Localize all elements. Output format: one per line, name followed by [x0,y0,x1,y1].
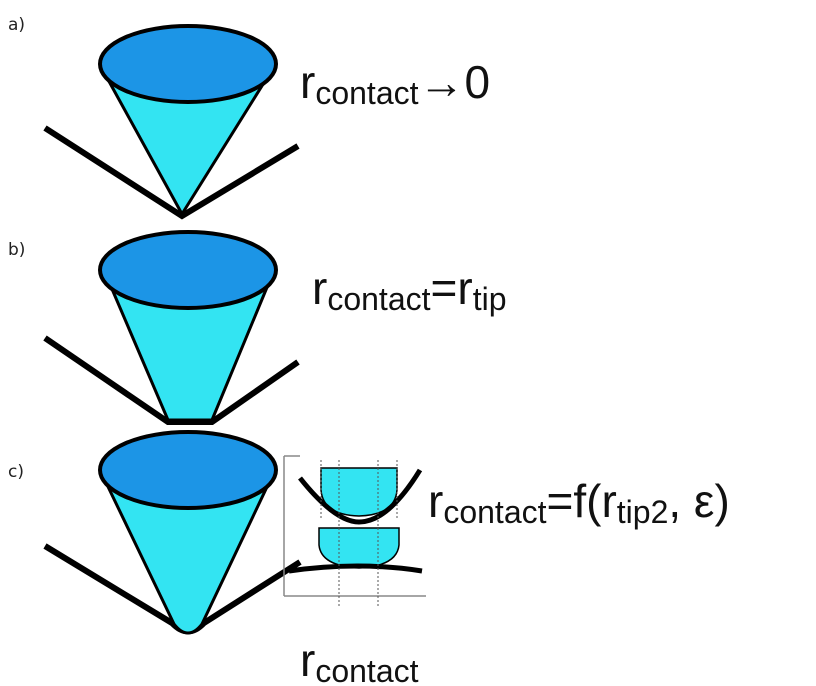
panel-c-inset [283,455,426,606]
panel-c-cone [98,468,277,635]
panel-b-cone-top [98,230,278,310]
panel-b-r-subscript: contact [327,281,430,317]
panel-a-relation: →0 [419,56,491,108]
panel-c-r-symbol: r [428,475,443,527]
panel-a-r-symbol: r [300,56,315,108]
panel-c-r-subscript: contact [443,494,546,530]
panel-a: a) rcontact→0 [8,15,490,220]
panel-b-relation-subscript: tip [473,281,507,317]
panel-a-formula: rcontact→0 [300,56,490,111]
panel-c-bottom-r-symbol: r [300,634,315,686]
panel-b-relation: =r [431,262,473,314]
panel-b-label: b) [8,240,25,260]
inset-lower-tip [318,527,400,569]
panel-a-surface [43,125,300,220]
panel-c-relation: =f(r [547,475,617,527]
panel-c: c) rcontact=f(rtip2, ε) [8,430,730,686]
panel-c-relation-tail: , ε) [668,475,729,527]
panel-c-formula: rcontact=f(rtip2, ε) [428,475,730,530]
panel-b: b) rcontact=rtip [8,230,506,425]
panel-c-relation-subscript: tip2 [617,494,669,530]
panel-c-label: c) [8,462,24,482]
panel-b-surface [43,335,300,425]
panel-c-cone-top [98,430,278,510]
panel-c-bottom-label: rcontact [300,634,419,686]
panel-a-r-subscript: contact [315,75,418,111]
panel-a-cone-top [98,24,278,104]
panel-a-label: a) [8,15,25,35]
panel-b-formula: rcontact=rtip [312,262,506,317]
inset-lower-surface [288,563,423,574]
panel-c-bottom-r-subscript: contact [315,653,418,686]
panel-b-r-symbol: r [312,262,327,314]
